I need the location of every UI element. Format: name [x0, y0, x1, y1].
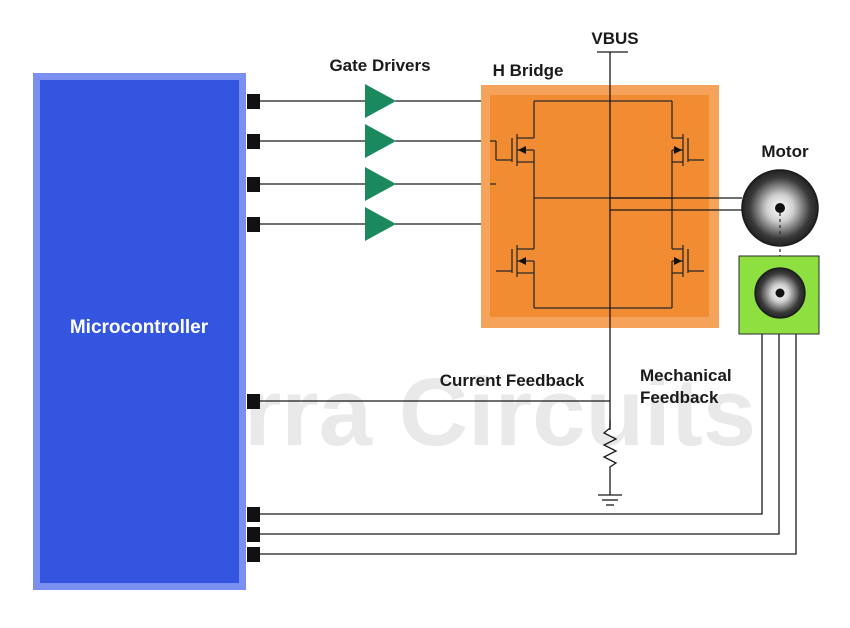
mosfet-bottom-right [671, 237, 704, 277]
mcu-pin [247, 507, 260, 522]
mcu-pin [247, 134, 260, 149]
microcontroller-block: Microcontroller [33, 73, 246, 590]
microcontroller-body [40, 80, 239, 583]
motor: Motor [741, 142, 819, 247]
mcu-pin [247, 217, 260, 232]
mechanical-feedback-wires [260, 334, 797, 555]
vbus-rail: VBUS [591, 29, 639, 430]
mechanical-feedback-label-line2: Feedback [640, 388, 719, 407]
current-feedback [260, 400, 622, 506]
mosfet-top-right [671, 131, 704, 170]
current-feedback-label: Current Feedback [440, 371, 585, 390]
motor-shaft [775, 203, 785, 213]
h-bridge-inner [490, 95, 709, 317]
gate-driver-wires [260, 100, 485, 225]
gate-drivers-label: Gate Drivers [329, 56, 430, 75]
sensor-center [775, 288, 785, 298]
shunt-resistor [602, 420, 618, 495]
ground-symbol [598, 494, 622, 506]
microcontroller-label: Microcontroller [70, 317, 209, 338]
gate-driver-triangle [365, 84, 396, 118]
mcu-pin [247, 177, 260, 192]
mcu-pin [247, 94, 260, 109]
mechanical-feedback-label-line1: Mechanical [640, 366, 732, 385]
gate-driver-triangle [365, 167, 396, 201]
h-bridge-block [481, 85, 719, 328]
motor-label: Motor [761, 142, 809, 161]
mcu-pins [247, 94, 260, 562]
gate-drivers [365, 84, 396, 241]
gate-driver-triangle [365, 124, 396, 158]
mcu-pin [247, 527, 260, 542]
mosfet-bottom-left [496, 237, 535, 277]
mcu-pin [247, 547, 260, 562]
gate-driver-triangle [365, 207, 396, 241]
vbus-label: VBUS [591, 29, 638, 48]
mosfet-top-left [496, 131, 535, 170]
mcu-pin [247, 394, 260, 409]
h-bridge-label: H Bridge [493, 61, 564, 80]
mechanical-sensor [738, 255, 820, 335]
